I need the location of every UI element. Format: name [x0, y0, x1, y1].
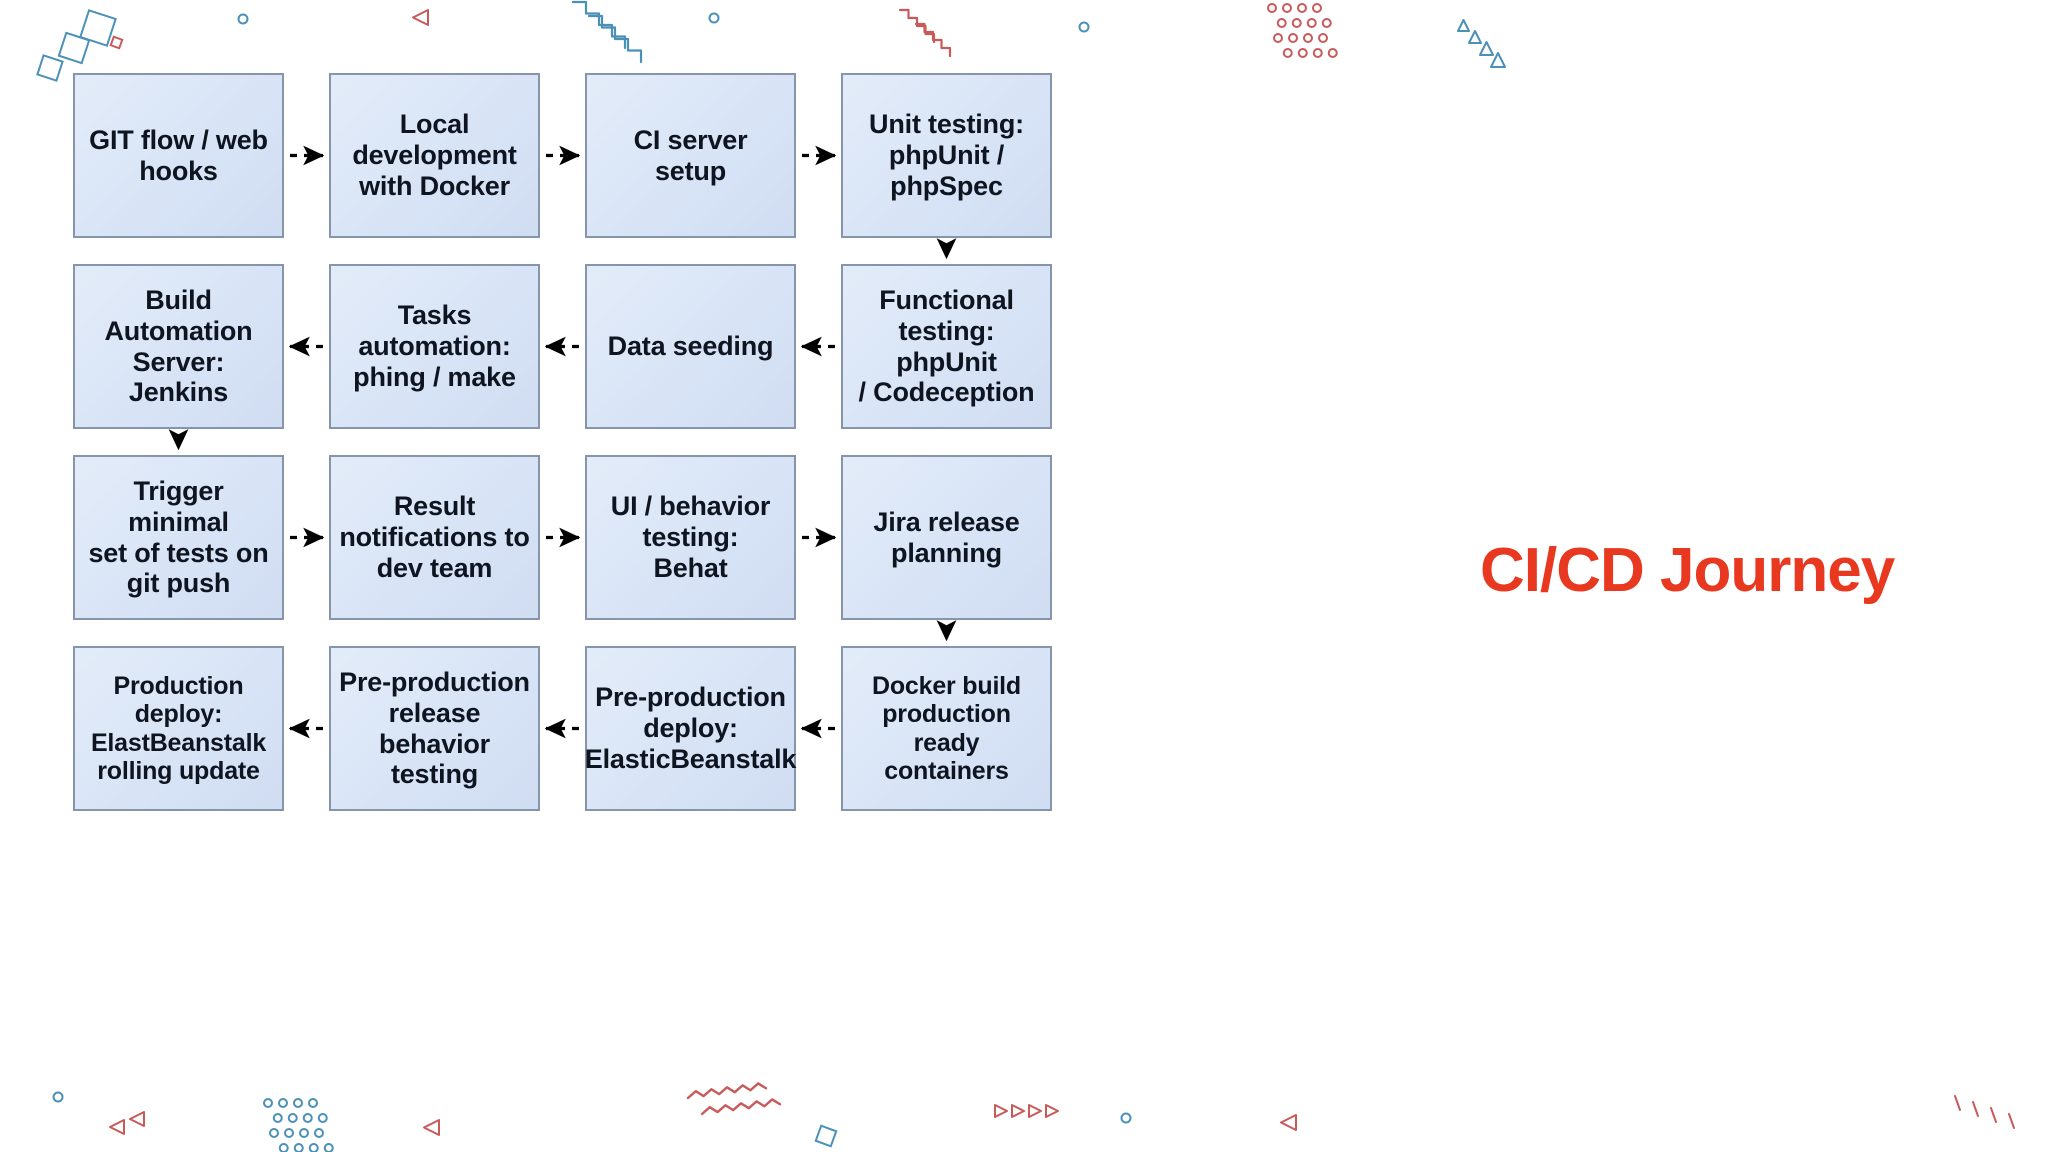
node-tasks-automation[interactable]: Tasks automation: phing / make [329, 264, 540, 429]
node-label: CI server setup [633, 124, 748, 186]
node-label: Local development with Docker [352, 109, 517, 201]
node-label: Unit testing: phpUnit / phpSpec [869, 109, 1024, 201]
node-local-development-docker[interactable]: Local development with Docker [329, 73, 540, 238]
node-data-seeding[interactable]: Data seeding [585, 264, 796, 429]
node-git-flow-web-hooks[interactable]: GIT flow / web hooks [73, 73, 284, 238]
node-jira-release-planning[interactable]: Jira release planning [841, 455, 1052, 620]
node-label: Data seeding [607, 331, 774, 362]
node-label: UI / behavior testing: Behat [610, 491, 771, 583]
node-ci-server-setup[interactable]: CI server setup [585, 73, 796, 238]
node-label: Result notifications to dev team [339, 491, 530, 583]
node-trigger-minimal-tests[interactable]: Trigger minimal set of tests on git push [73, 455, 284, 620]
node-label: Build Automation Server: Jenkins [104, 284, 253, 408]
node-ui-behavior-testing[interactable]: UI / behavior testing: Behat [585, 455, 796, 620]
node-label: Jira release planning [873, 506, 1020, 568]
node-label: Production deploy: ElastBeanstalk rollin… [90, 671, 267, 786]
node-pre-production-deploy[interactable]: Pre-production deploy: ElasticBeanstalk [585, 646, 796, 811]
node-label: Functional testing: phpUnit / Codeceptio… [858, 284, 1035, 408]
node-label: GIT flow / web hooks [89, 124, 268, 186]
node-label: Docker build production ready containers [871, 671, 1022, 786]
node-label: Tasks automation: phing / make [353, 300, 516, 392]
node-docker-build-containers[interactable]: Docker build production ready containers [841, 646, 1052, 811]
node-build-automation-jenkins[interactable]: Build Automation Server: Jenkins [73, 264, 284, 429]
node-pre-production-release[interactable]: Pre-production release behavior testing [329, 646, 540, 811]
slide-title: CI/CD Journey [1480, 536, 1895, 605]
node-result-notifications[interactable]: Result notifications to dev team [329, 455, 540, 620]
node-production-deploy[interactable]: Production deploy: ElastBeanstalk rollin… [73, 646, 284, 811]
node-label: Pre-production release behavior testing [339, 666, 530, 790]
node-label: Trigger minimal set of tests on git push [88, 475, 269, 599]
node-functional-testing[interactable]: Functional testing: phpUnit / Codeceptio… [841, 264, 1052, 429]
node-unit-testing[interactable]: Unit testing: phpUnit / phpSpec [841, 73, 1052, 238]
node-label: Pre-production deploy: ElasticBeanstalk [584, 682, 797, 774]
